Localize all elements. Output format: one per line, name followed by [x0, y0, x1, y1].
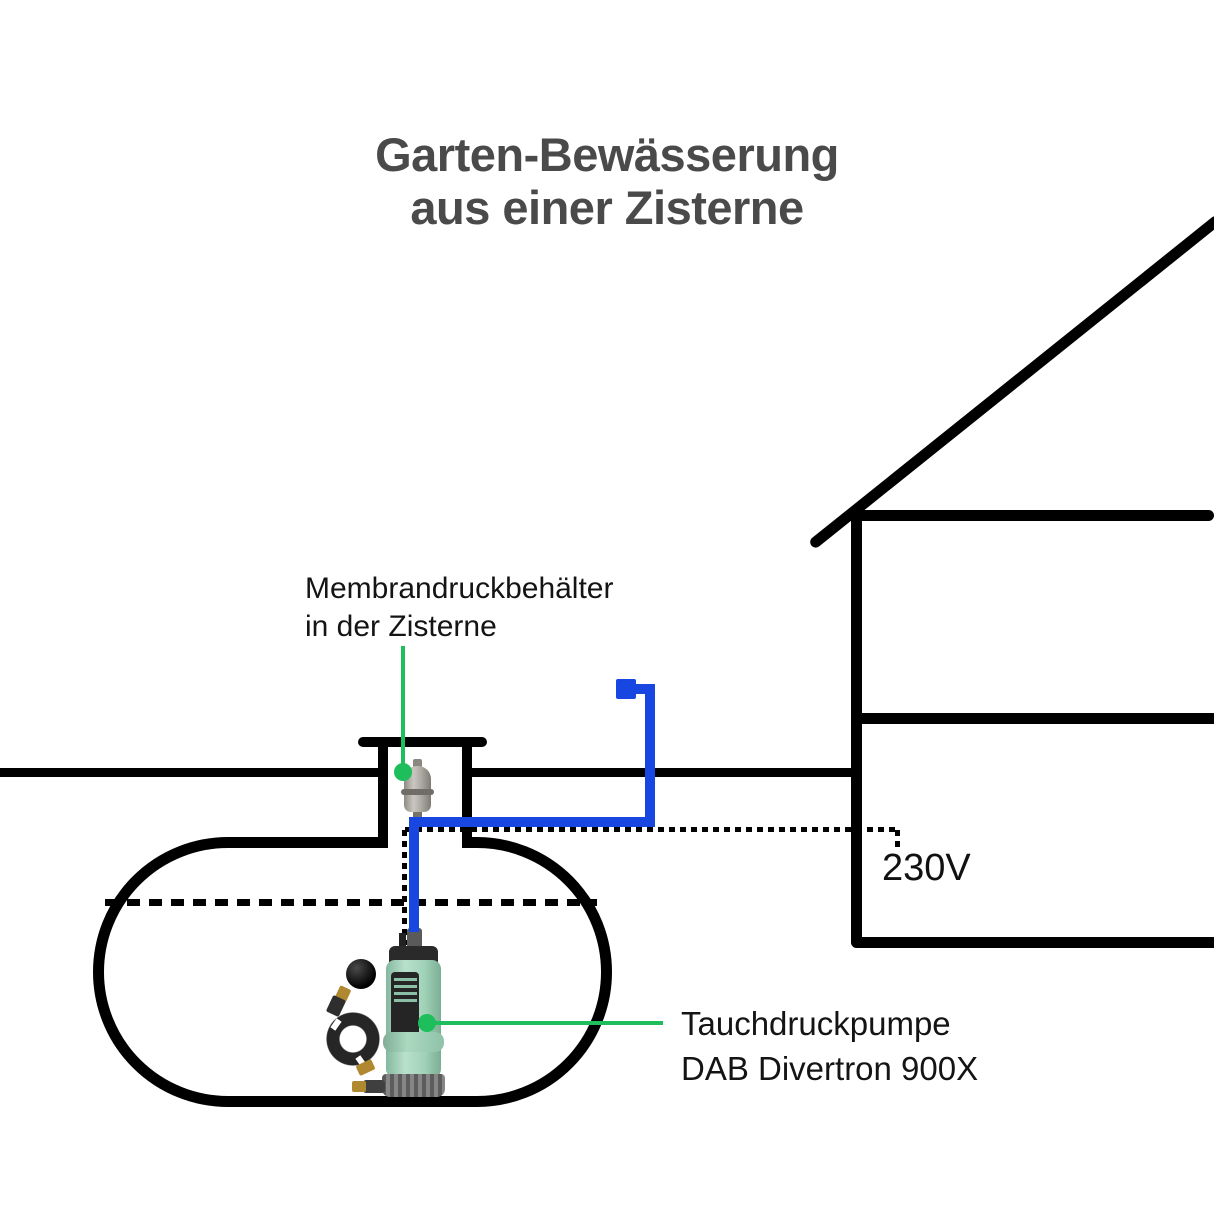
- pump-outlet-fitting: [407, 928, 422, 950]
- house-floor-line: [856, 713, 1214, 724]
- house-roof-line: [807, 214, 1214, 550]
- house-wall-line: [851, 510, 862, 947]
- callout-line-pump: [427, 1021, 663, 1025]
- pipe-horizontal-to-outlet: [630, 684, 655, 694]
- pressure-tank-top-nub: [413, 759, 422, 768]
- power-cable-vertical-to-pump: [402, 830, 407, 945]
- page-title-line-2: aus einer Zisterne: [410, 181, 804, 234]
- pump-power-cable-gland: [399, 933, 406, 950]
- pump-brass-fitting: [352, 1081, 366, 1092]
- pump-label: Tauchdruckpumpe DAB Divertron 900X: [681, 1001, 978, 1091]
- pump-top-cap: [389, 946, 438, 964]
- pump-collar: [383, 1032, 444, 1052]
- pressure-tank-label-line-1: Membrandruckbehälter: [305, 572, 614, 605]
- pump-label-line-2: DAB Divertron 900X: [681, 1050, 979, 1087]
- float-ball: [346, 959, 376, 989]
- water-outlet-symbol: [616, 679, 636, 699]
- pressure-tank-label-line-2: in der Zisterne: [305, 610, 497, 643]
- page-title-line-1: Garten-Bewässerung: [375, 128, 839, 181]
- pump-suction-base: [382, 1074, 445, 1097]
- manhole-neck-right-wall: [462, 742, 472, 843]
- manhole-neck-left-wall: [378, 742, 388, 843]
- pressure-tank-flange: [401, 789, 434, 795]
- house-bottom-line: [851, 937, 1214, 948]
- ground-line-right: [467, 768, 855, 777]
- water-level-dashed-line: [105, 899, 597, 906]
- power-cable-house-step: [895, 830, 900, 847]
- voltage-label: 230V: [882, 847, 971, 889]
- power-cable-horizontal: [405, 827, 898, 832]
- pump-label-line-1: Tauchdruckpumpe: [681, 1005, 951, 1042]
- page-title: Garten-Bewässerung aus einer Zisterne: [0, 128, 1214, 234]
- house-eave-line: [851, 510, 1214, 521]
- callout-dot-pump: [418, 1014, 436, 1032]
- pipe-horizontal-underground: [409, 817, 655, 827]
- ground-line-left: [0, 768, 383, 777]
- pressure-tank-label: Membrandruckbehälter in der Zisterne: [305, 570, 613, 646]
- pump-base-outlet: [363, 1080, 385, 1093]
- callout-dot-pressure-tank: [394, 763, 412, 781]
- pump-vent-slots: [394, 978, 417, 1004]
- callout-line-pressure-tank: [401, 646, 405, 772]
- pipe-vertical-to-pump: [409, 817, 419, 932]
- manhole-cap: [358, 737, 487, 747]
- cistern-neck-opening: [388, 831, 462, 850]
- pipe-vertical-riser: [645, 684, 655, 827]
